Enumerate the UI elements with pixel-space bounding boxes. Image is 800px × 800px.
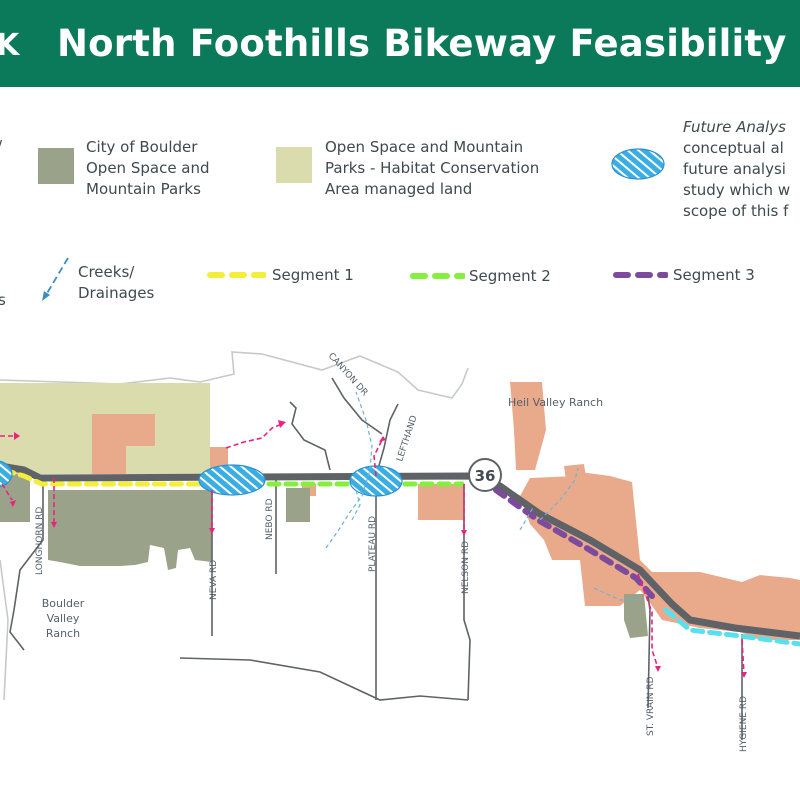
legend-creeks-line2: Drainages	[78, 284, 155, 302]
creek-drainage-icon	[42, 257, 69, 301]
legend-left-partial-top: /	[0, 136, 2, 157]
segment-1-route	[1, 467, 217, 487]
legend-osmp-line1: City of Boulder	[86, 138, 198, 156]
habitat-swatch	[276, 147, 312, 183]
osmp-swatch	[38, 148, 74, 184]
legend-creeks-line1: Creeks/	[78, 263, 135, 281]
legend-habitat-line3: Area managed land	[325, 180, 473, 198]
main-highway	[0, 462, 800, 640]
drainage-arrows	[10, 420, 747, 678]
segment1-swatch	[207, 272, 266, 278]
future-analysis-swatch	[611, 148, 665, 180]
segment-4-route	[663, 607, 800, 647]
boulder-valley-ranch-label-3: Ranch	[46, 627, 80, 640]
boulder-valley-ranch-label-1: Boulder	[42, 597, 85, 610]
longhorn-rd-label: LONGHORN RD	[35, 507, 45, 575]
nelson-rd-label: NELSON RD	[461, 541, 471, 594]
legend-segment2: Segment 2	[469, 267, 551, 285]
hygiene-rd-label: HYGIENE RD	[739, 696, 749, 752]
neva-rd-label: NEVA RD	[209, 560, 219, 600]
nebo-rd-label: NEBO RD	[265, 498, 275, 540]
osmp-land	[0, 474, 648, 638]
secondary-roads	[9, 377, 743, 740]
lefthand-label: LEFTHAND	[395, 414, 419, 463]
legend-osmp-line2: Open Space and	[86, 159, 210, 177]
boundary-lines	[0, 351, 469, 701]
legend-osmp-line3: Mountain Parks	[86, 180, 201, 198]
legend-future-line3: future analysi	[683, 160, 786, 178]
svg-text:36: 36	[475, 467, 496, 485]
heil-valley-ranch-label: Heil Valley Ranch	[508, 396, 603, 409]
legend-future-line5: scope of this f	[683, 202, 789, 220]
page-title: North Foothills Bikeway Feasibility S	[57, 22, 800, 65]
legend-habitat-line2: Parks - Habitat Conservation	[325, 159, 540, 177]
title-banner: K North Foothills Bikeway Feasibility S	[0, 0, 800, 87]
legend-habitat-line1: Open Space and Mountain	[325, 138, 524, 156]
st-vrain-rd-label: ST. VRAIN RD	[646, 676, 656, 736]
segment2-swatch	[410, 273, 465, 279]
corridor-map: 36 Heil Valley Ranch Boulder Valley Ranc…	[0, 351, 800, 752]
drainages	[0, 423, 745, 675]
plateau-rd-label: PLATEAU RD	[368, 516, 378, 572]
legend-left-partial-bottom: s	[0, 291, 6, 309]
logo-fragment: K	[0, 28, 20, 63]
future-analysis-areas	[0, 460, 403, 497]
highway-shield-36: 36	[468, 458, 502, 492]
boulder-valley-ranch-label-2: Valley	[47, 612, 80, 625]
creeks	[325, 391, 640, 601]
canyon-dr-label: CANYON DR	[326, 351, 370, 398]
legend-future-line4: study which w	[683, 181, 791, 199]
segment3-swatch	[613, 272, 668, 278]
legend-segment3: Segment 3	[673, 266, 755, 284]
legend-segment1: Segment 1	[272, 266, 354, 284]
legend-future-line2: conceptual al	[683, 139, 784, 157]
legend-future-line1: Future Analys	[683, 118, 786, 136]
